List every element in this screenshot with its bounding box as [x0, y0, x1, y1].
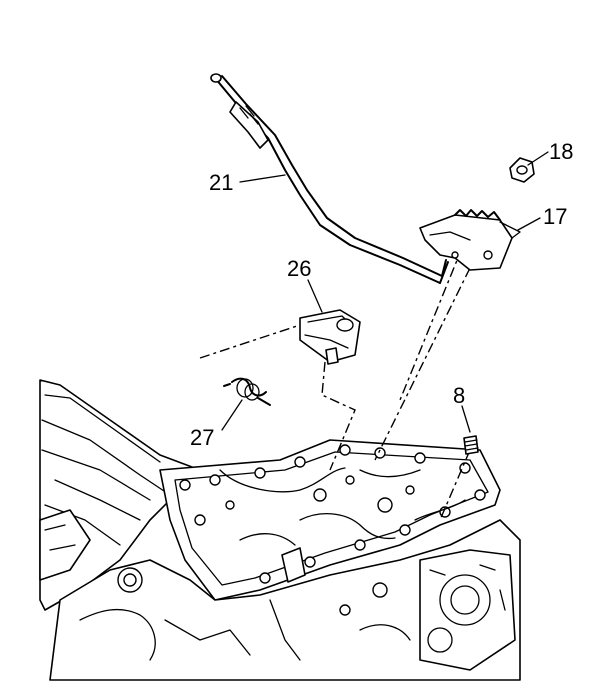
callout-21: 21	[209, 170, 233, 195]
alignment-lines	[199, 247, 471, 521]
callout-8: 8	[453, 383, 465, 408]
transmission-case	[39, 379, 521, 681]
callout-labels: 18 17 21 26 27 8	[190, 139, 573, 450]
callout-26: 26	[287, 256, 311, 281]
part-18-nut	[509, 157, 535, 183]
part-27-spring	[223, 377, 271, 406]
leader-lines	[221, 151, 549, 433]
part-26-bracket	[299, 309, 361, 365]
part-8-detent-spring	[463, 435, 479, 455]
callout-27: 27	[190, 425, 214, 450]
callout-18: 18	[549, 139, 573, 164]
part-21-manual-shift-rod	[210, 73, 449, 284]
part-17-detent-lever	[419, 209, 521, 271]
callout-17: 17	[543, 204, 567, 229]
